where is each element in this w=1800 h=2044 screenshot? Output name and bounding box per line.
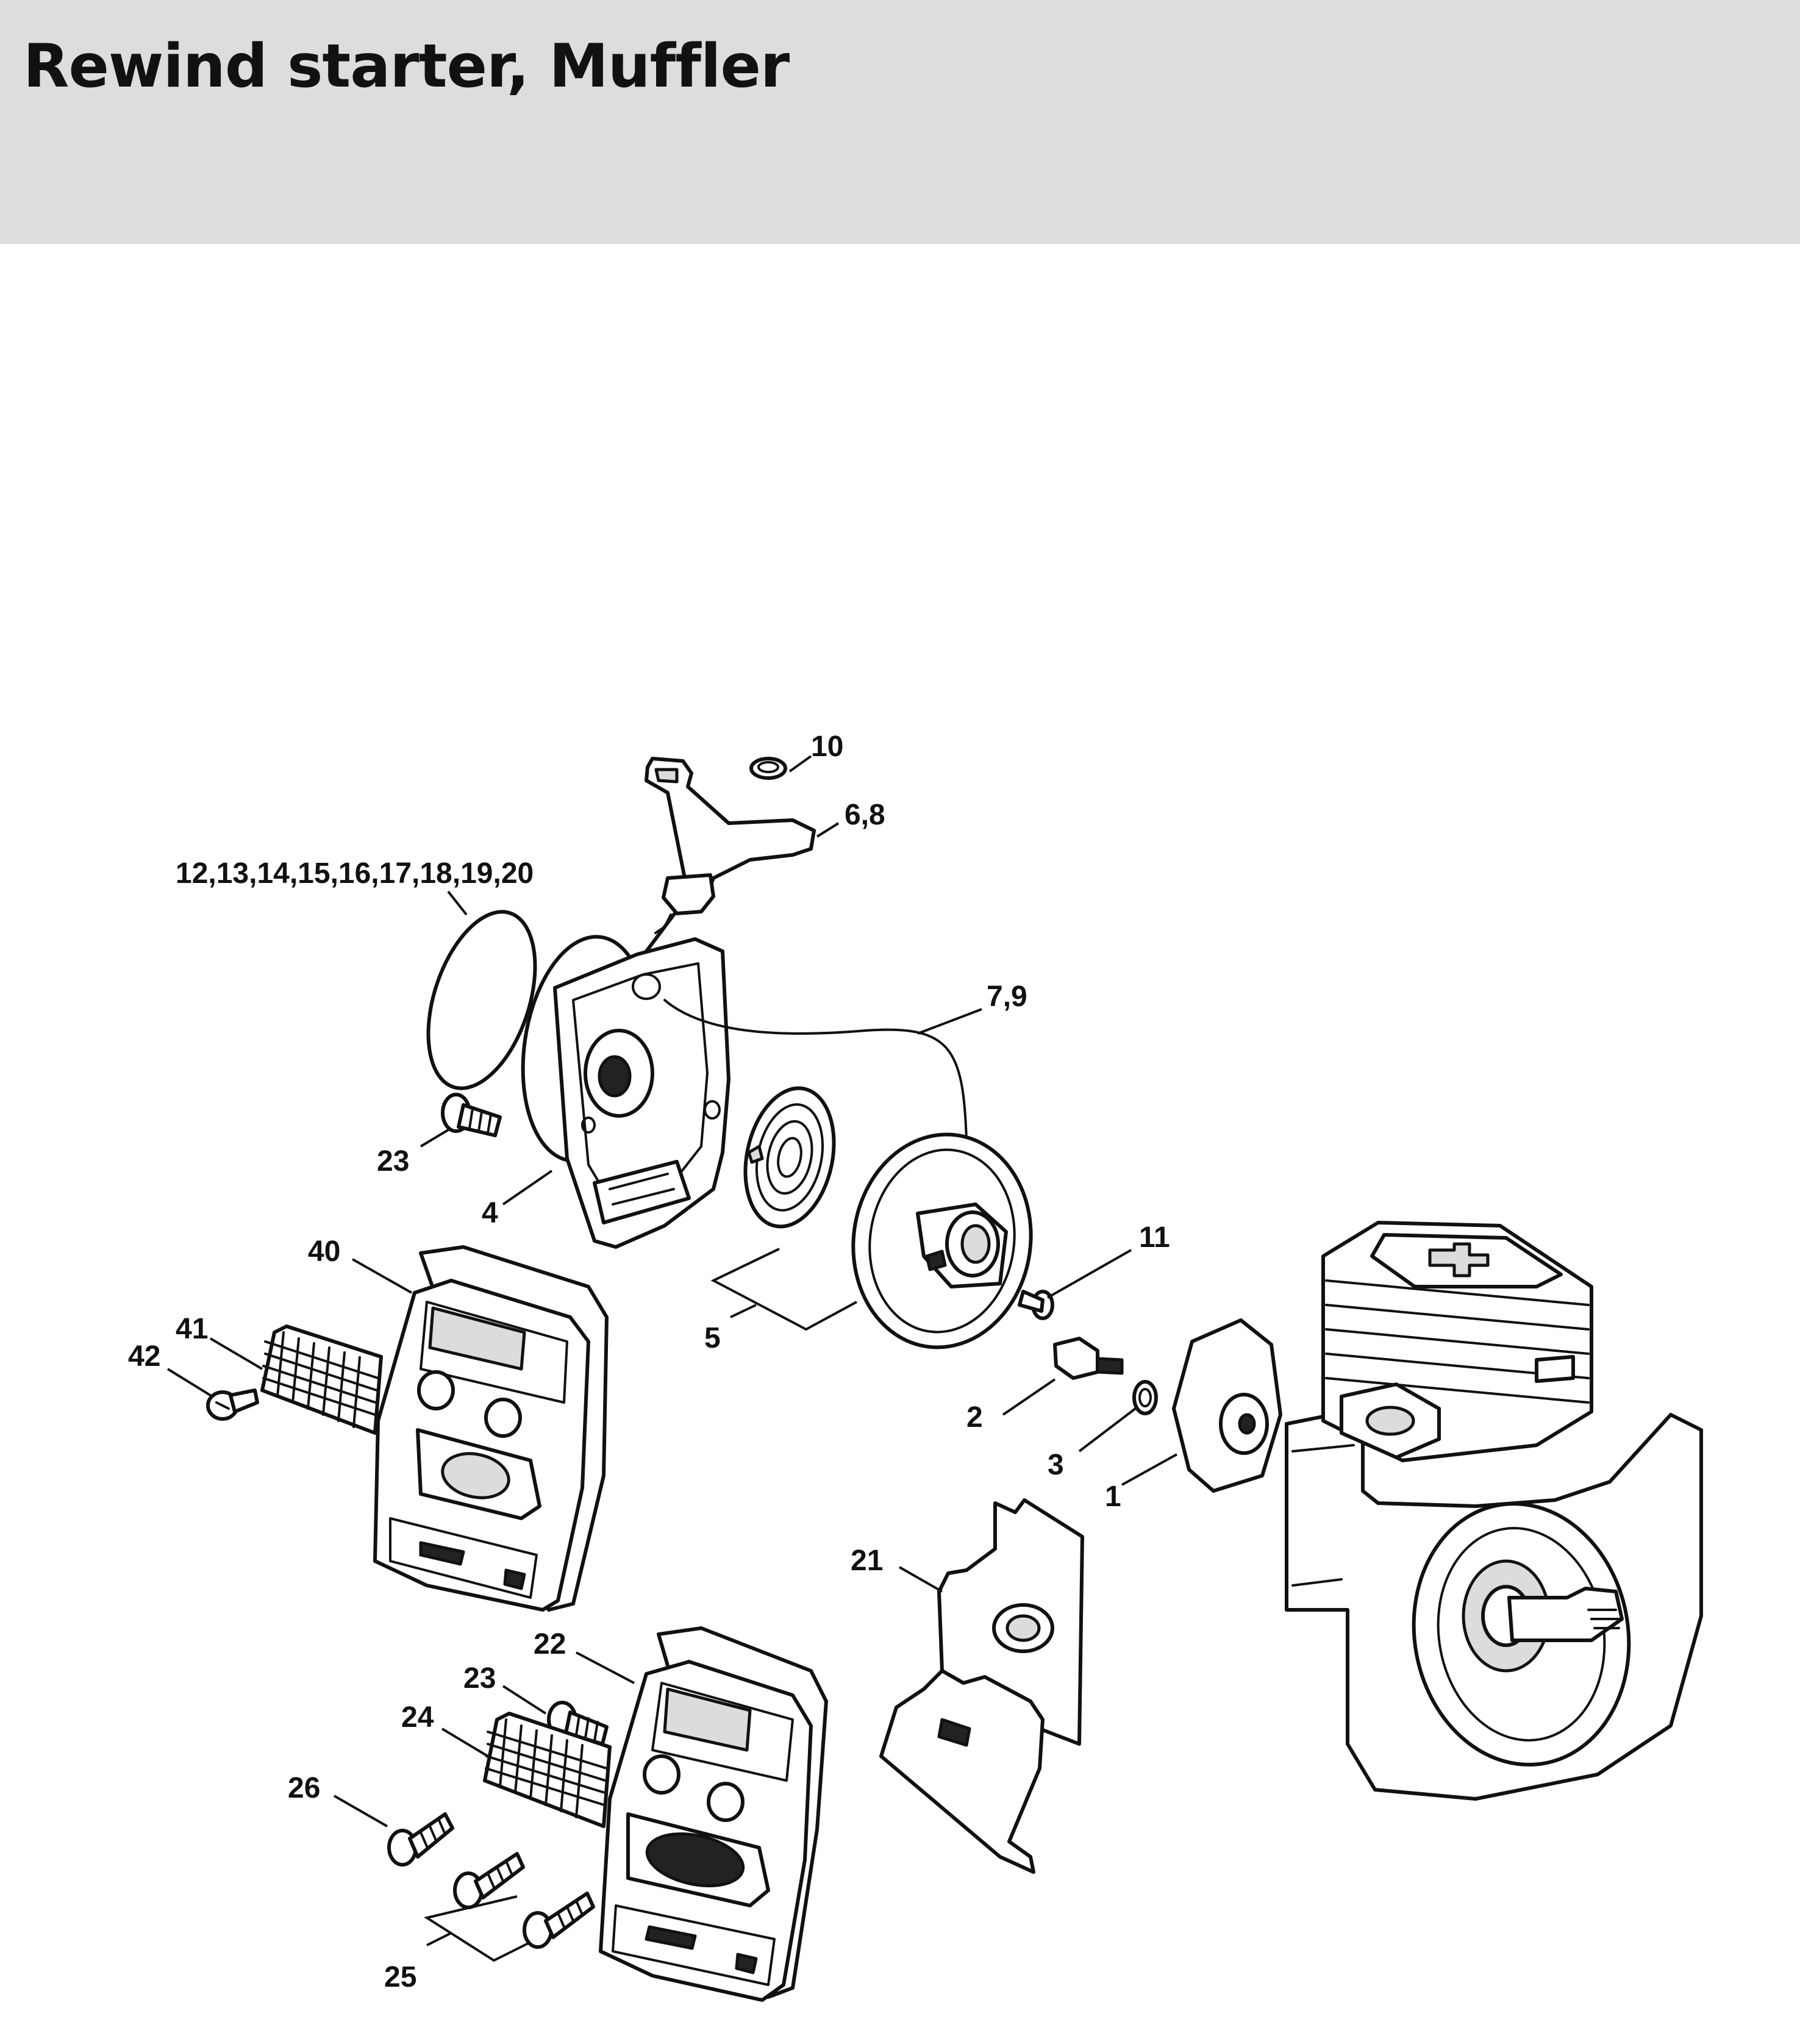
part-muffler-lower bbox=[599, 1626, 828, 2002]
callout-6-8: 6,8 bbox=[845, 799, 885, 831]
part-starter-grip bbox=[645, 757, 816, 953]
callout-23-lower: 23 bbox=[463, 1662, 496, 1695]
callout-24: 24 bbox=[401, 1701, 434, 1734]
part-fan-housing bbox=[521, 935, 968, 1249]
callout-3: 3 bbox=[1048, 1449, 1064, 1481]
callout-10: 10 bbox=[811, 731, 843, 763]
part-pawl bbox=[1053, 1337, 1124, 1380]
callout-40: 40 bbox=[308, 1235, 340, 1268]
callout-41: 41 bbox=[176, 1313, 208, 1345]
part-collar-screw-upper bbox=[441, 1093, 502, 1137]
page-title: Rewind starter, Muffler bbox=[23, 32, 790, 101]
part-rope-rotor bbox=[851, 1132, 1033, 1349]
callout-2: 2 bbox=[966, 1401, 983, 1434]
part-screws-25 bbox=[453, 1852, 595, 1949]
callout-5: 5 bbox=[704, 1322, 721, 1354]
callout-7-9: 7,9 bbox=[987, 981, 1027, 1013]
part-heat-shield bbox=[879, 1498, 1084, 1874]
callout-26: 26 bbox=[288, 1772, 320, 1804]
part-engine-assembly bbox=[1285, 1221, 1703, 1801]
part-spring bbox=[1132, 1380, 1158, 1415]
callout-4: 4 bbox=[482, 1197, 498, 1229]
callout-12-20: 12,13,14,15,16,17,18,19,20 bbox=[176, 857, 534, 890]
part-screw-26 bbox=[387, 1812, 454, 1867]
header-bar: Rewind starter, Muffler bbox=[0, 0, 1800, 244]
callout-labels: 10 6,8 12,13,14,15,16,17,18,19,20 7,9 23… bbox=[128, 731, 1170, 1993]
callout-22: 22 bbox=[534, 1628, 566, 1660]
leader-lines bbox=[166, 755, 1177, 1962]
part-starter-gasket bbox=[426, 910, 537, 1090]
callout-11: 11 bbox=[1139, 1221, 1170, 1254]
part-pawl-carrier bbox=[1172, 1318, 1282, 1493]
part-screw-42 bbox=[206, 1388, 259, 1421]
callout-42: 42 bbox=[128, 1340, 160, 1373]
callout-25: 25 bbox=[384, 1961, 416, 1993]
part-muffler-upper bbox=[373, 1245, 609, 1612]
part-screw-11 bbox=[1018, 1290, 1054, 1320]
part-rewind-spring bbox=[743, 1086, 836, 1229]
callout-1: 1 bbox=[1105, 1481, 1121, 1513]
callout-21: 21 bbox=[851, 1545, 883, 1577]
part-spark-screen-upper bbox=[260, 1324, 383, 1435]
part-grip-insert bbox=[749, 757, 787, 780]
part-spark-screen-lower bbox=[483, 1712, 612, 1828]
callout-23-upper: 23 bbox=[377, 1145, 409, 1177]
